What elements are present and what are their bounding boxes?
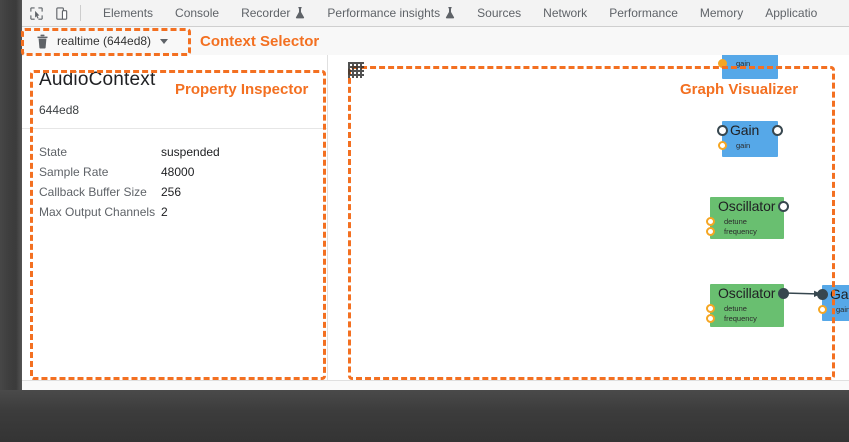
tab-label: Applicatio xyxy=(765,6,818,20)
context-id: 644ed8 xyxy=(39,103,80,117)
property-inspector-panel: AudioContext 644ed8 State suspended Samp… xyxy=(22,55,327,381)
audio-param-label: detune xyxy=(724,304,747,313)
audio-output-port[interactable] xyxy=(772,125,783,136)
audio-param-label: frequency xyxy=(724,314,757,323)
audio-node-gain-top[interactable]: Gain gain xyxy=(718,55,778,79)
tab-memory[interactable]: Memory xyxy=(689,0,754,26)
audio-param-label: detune xyxy=(724,217,747,226)
audio-node-gain-2[interactable]: Gain gain xyxy=(717,121,783,157)
audio-node-gain-3[interactable]: Gain gain xyxy=(817,285,849,321)
audio-node-title: Gain xyxy=(730,122,760,138)
audio-node-title: Gain xyxy=(830,286,849,302)
tab-label: Sources xyxy=(477,6,522,20)
tab-performance[interactable]: Performance xyxy=(598,0,689,26)
audio-param-port[interactable] xyxy=(706,304,715,313)
audio-node-title: Oscillator xyxy=(718,198,776,214)
tab-performance-insights[interactable]: Performance insights xyxy=(316,0,466,26)
devtools-tabs: Elements Console Recorder Performance in… xyxy=(92,0,828,26)
tab-label: Memory xyxy=(699,6,744,20)
webaudio-main: AudioContext 644ed8 State suspended Samp… xyxy=(22,55,849,381)
experiment-flask-icon xyxy=(295,7,305,19)
context-selector-value: realtime (644ed8) xyxy=(57,34,152,48)
audio-edge xyxy=(783,290,821,298)
audio-param-label: gain xyxy=(736,141,751,150)
table-row: Max Output Channels 2 xyxy=(39,202,220,222)
trash-icon[interactable] xyxy=(36,34,49,49)
performance-monitor-text: Current Time: 0.000 s | Callback Interva… xyxy=(32,393,525,406)
audio-input-port[interactable] xyxy=(717,125,728,136)
page-title: AudioContext xyxy=(39,69,156,90)
tab-label: Performance insights xyxy=(327,6,441,20)
annotation-performance-monitor xyxy=(21,392,551,421)
audio-param-port[interactable] xyxy=(818,305,827,314)
toolbar-divider xyxy=(80,5,81,21)
device-toolbar-icon[interactable] xyxy=(53,5,70,22)
chevron-down-icon[interactable] xyxy=(160,38,169,44)
table-row: State suspended xyxy=(39,142,220,162)
table-row: Callback Buffer Size 256 xyxy=(39,182,220,202)
audio-output-port[interactable] xyxy=(778,288,789,299)
performance-monitor: Current Time: 0.000 s | Callback Interva… xyxy=(22,380,849,418)
audio-node-title: Oscillator xyxy=(718,285,776,301)
property-value: suspended xyxy=(161,145,220,159)
tab-application[interactable]: Applicatio xyxy=(754,0,828,26)
audio-param-label: gain xyxy=(736,59,751,68)
audio-param-label: gain xyxy=(836,305,849,314)
property-key: Sample Rate xyxy=(39,165,109,179)
property-table: State suspended Sample Rate 48000 Callba… xyxy=(39,142,220,222)
annotation-performance-monitor-label: Performance Monitor xyxy=(562,399,713,416)
audio-input-port[interactable] xyxy=(817,289,828,300)
audio-graph-canvas[interactable]: GaingainGaingainOscillatordetunefrequenc… xyxy=(328,55,849,381)
tab-label: Elements xyxy=(103,6,154,20)
experiment-flask-icon xyxy=(445,7,455,19)
audio-param-port[interactable] xyxy=(718,59,727,68)
tab-recorder[interactable]: Recorder xyxy=(230,0,316,26)
property-key: Callback Buffer Size xyxy=(39,185,147,199)
tab-label: Console xyxy=(175,6,220,20)
tab-sources[interactable]: Sources xyxy=(466,0,532,26)
pane-splitter[interactable] xyxy=(327,55,328,381)
graph-visualizer-panel[interactable]: GaingainGaingainOscillatordetunefrequenc… xyxy=(328,55,849,381)
tab-elements[interactable]: Elements xyxy=(92,0,164,26)
divider xyxy=(22,128,327,129)
inspect-element-icon[interactable] xyxy=(28,5,45,22)
graph-edges xyxy=(783,290,821,298)
property-value: 2 xyxy=(161,205,168,219)
audio-param-port[interactable] xyxy=(718,141,727,150)
webaudio-toolbar: realtime (644ed8) xyxy=(22,27,849,56)
devtools-toolbar-icons xyxy=(22,0,92,26)
audio-node-title: Gain xyxy=(730,55,759,56)
tab-label: Performance xyxy=(609,6,678,20)
audio-param-label: frequency xyxy=(724,227,757,236)
table-row: Sample Rate 48000 xyxy=(39,162,220,182)
tab-label: Network xyxy=(543,6,588,20)
audio-output-port[interactable] xyxy=(778,201,789,212)
context-selector[interactable]: realtime (644ed8) xyxy=(30,32,174,51)
tab-network[interactable]: Network xyxy=(532,0,598,26)
property-key: Max Output Channels xyxy=(39,205,156,219)
property-key: State xyxy=(39,145,68,159)
tab-console[interactable]: Console xyxy=(164,0,230,26)
audio-param-port[interactable] xyxy=(706,217,715,226)
devtools-window: Elements Console Recorder Performance in… xyxy=(22,0,849,418)
devtools-tabstrip: Elements Console Recorder Performance in… xyxy=(22,0,849,27)
property-value: 256 xyxy=(161,185,182,199)
tab-label: Recorder xyxy=(241,6,291,20)
audio-param-port[interactable] xyxy=(706,314,715,323)
audio-param-port[interactable] xyxy=(706,227,715,236)
property-value: 48000 xyxy=(161,165,195,179)
